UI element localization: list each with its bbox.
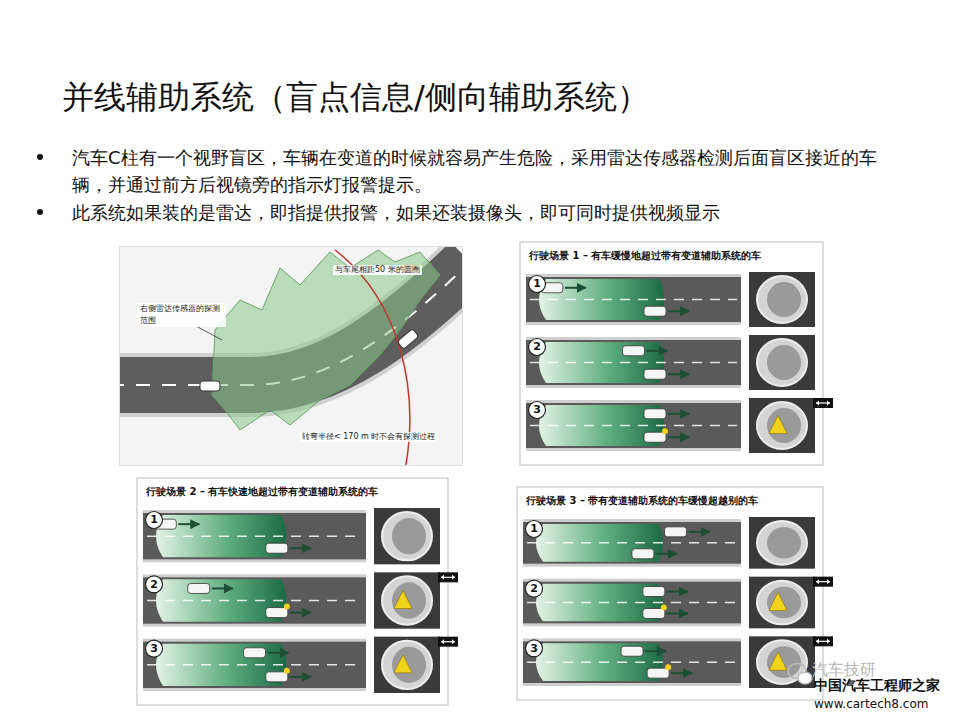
illustration-note: 与车尾相距50 米的圆圈 — [333, 265, 422, 275]
slide-title: 并线辅助系统（盲点信息/侧向辅助系统） — [62, 76, 649, 120]
callout-number: 2 — [150, 578, 158, 591]
illustration-note: 转弯半径< 170 m 时不会有探测过程 — [300, 432, 437, 442]
curve-illustration — [110, 247, 470, 470]
watermark: 中国汽车工程师之家 — [814, 677, 940, 694]
bullet-text: 此系统如果装的是雷达，即指提供报警，如果还装摄像头，即可同时提供视频显示 — [72, 199, 907, 226]
bullet-dot — [37, 209, 43, 215]
wechat-icon — [788, 664, 812, 685]
watermark: 汽车技研 — [812, 660, 876, 679]
scenario-illustration — [137, 478, 458, 705]
callout-number: 3 — [150, 642, 158, 655]
scenario-heading: 行驶场景 3 – 带有变道辅助系统的车缓慢超越别的车 — [518, 488, 822, 512]
callout-number: 1 — [530, 522, 538, 535]
callout-number: 3 — [530, 642, 538, 655]
bullet-text: 汽车C柱有一个视野盲区，车辆在变道的时候就容易产生危险，采用雷达传感器检测后面盲… — [72, 144, 907, 198]
scenario-heading: 行驶场景 1 – 有车缓慢地超过带有变道辅助系统的车 — [521, 243, 822, 267]
watermark: www.cartech8.com — [814, 697, 928, 711]
scenario-panel: 行驶场景 2 – 有车快速地超过带有变道辅助系统的车 — [138, 479, 447, 503]
callout-number: 3 — [533, 403, 541, 416]
scenario-illustration — [517, 487, 833, 700]
bullet-dot — [37, 154, 43, 160]
scenario-heading: 行驶场景 2 – 有车快速地超过带有变道辅助系统的车 — [138, 479, 447, 503]
callout-number: 1 — [533, 277, 541, 290]
scenario-panel: 行驶场景 3 – 带有变道辅助系统的车缓慢超越别的车 — [518, 488, 822, 512]
callout-number: 2 — [533, 340, 541, 353]
callout-number: 1 — [150, 513, 158, 526]
scenario-panel: 行驶场景 1 – 有车缓慢地超过带有变道辅助系统的车 — [521, 243, 822, 267]
scenario-illustration — [520, 242, 833, 465]
callout-number: 2 — [530, 582, 538, 595]
illustration-note: 右侧雷达传感器的探测范围 — [138, 303, 226, 327]
